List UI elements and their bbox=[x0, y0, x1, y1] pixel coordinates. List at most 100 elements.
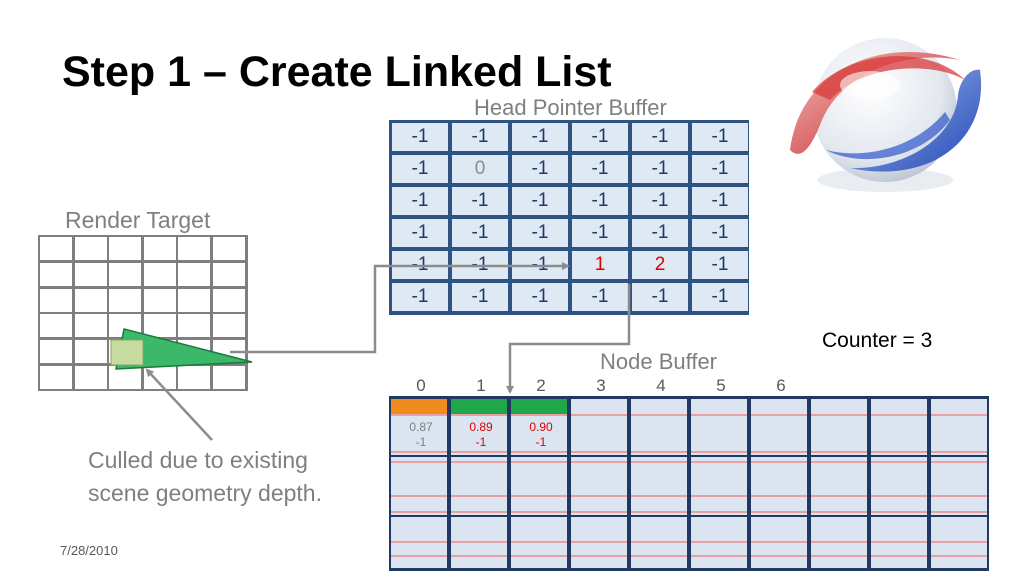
node-block-divider bbox=[811, 455, 867, 457]
node-block-divider bbox=[451, 515, 507, 517]
node-block-divider bbox=[931, 455, 987, 457]
head-buffer-cell: -1 bbox=[572, 155, 628, 183]
node-row-line bbox=[511, 511, 567, 513]
render-target-pixel bbox=[40, 366, 72, 389]
node-depth-value: 0.87 bbox=[409, 420, 433, 434]
render-target-pixel bbox=[212, 262, 245, 286]
render-target-pixel bbox=[143, 366, 176, 389]
node-buffer-column bbox=[751, 399, 807, 568]
node-row-line bbox=[691, 461, 747, 463]
head-buffer-cell: -1 bbox=[692, 283, 748, 311]
node-row-line bbox=[811, 495, 867, 497]
node-depth-value: 0.90 bbox=[529, 420, 553, 434]
head-buffer-cell: 1 bbox=[572, 251, 628, 279]
render-target-pixel bbox=[40, 314, 72, 338]
render-target-pixel bbox=[40, 262, 72, 286]
node-row-line bbox=[811, 541, 867, 543]
render-target-pixel bbox=[40, 288, 72, 312]
head-buffer-cell: -1 bbox=[572, 219, 628, 247]
node-next-value: -1 bbox=[535, 435, 547, 449]
node-row-line bbox=[511, 541, 567, 543]
node-row-line bbox=[811, 555, 867, 557]
node-buffer-column bbox=[571, 399, 627, 568]
head-buffer-cell: -1 bbox=[572, 283, 628, 311]
node-row-line bbox=[871, 451, 927, 453]
node-row-line bbox=[811, 414, 867, 416]
node-block-divider bbox=[751, 455, 807, 457]
node-block-divider bbox=[391, 515, 447, 517]
node-index-label: 3 bbox=[596, 376, 606, 395]
head-buffer-cell: -1 bbox=[452, 123, 508, 151]
node-row-line bbox=[871, 461, 927, 463]
node-depth-value: 0.89 bbox=[469, 420, 493, 434]
logo-icon bbox=[790, 38, 982, 192]
head-buffer-cell: -1 bbox=[632, 219, 688, 247]
node-block-divider bbox=[451, 455, 507, 457]
head-buffer-cell: -1 bbox=[392, 155, 448, 183]
node-color-bar bbox=[451, 399, 507, 414]
head-buffer-cell: -1 bbox=[512, 283, 568, 311]
node-row-line bbox=[691, 495, 747, 497]
node-row-line bbox=[391, 461, 447, 463]
node-row-line bbox=[451, 541, 507, 543]
node-row-line bbox=[631, 555, 687, 557]
node-row-line bbox=[871, 414, 927, 416]
node-row-line bbox=[451, 555, 507, 557]
render-target-pixel bbox=[212, 340, 245, 364]
head-buffer-cell: -1 bbox=[512, 123, 568, 151]
node-index-label: 4 bbox=[656, 376, 666, 395]
node-row-line bbox=[691, 541, 747, 543]
node-row-line bbox=[931, 451, 987, 453]
node-block-divider bbox=[871, 515, 927, 517]
render-target-pixel bbox=[74, 262, 107, 286]
head-buffer-cell: -1 bbox=[512, 251, 568, 279]
head-buffer-cell: 2 bbox=[632, 251, 688, 279]
head-buffer-cell: -1 bbox=[692, 187, 748, 215]
node-index-label: 5 bbox=[716, 376, 726, 395]
node-block-divider bbox=[511, 455, 567, 457]
head-buffer-cell: -1 bbox=[692, 251, 748, 279]
node-next-value: -1 bbox=[475, 435, 487, 449]
culled-caption: Culled due to existing scene geometry de… bbox=[88, 444, 322, 510]
node-row-line bbox=[391, 414, 447, 416]
head-buffer-cell: -1 bbox=[512, 187, 568, 215]
node-next-value: -1 bbox=[415, 435, 427, 449]
render-target-pixel bbox=[178, 262, 210, 286]
node-block-divider bbox=[691, 515, 747, 517]
head-buffer-cell: -1 bbox=[632, 283, 688, 311]
node-row-line bbox=[451, 511, 507, 513]
node-row-line bbox=[751, 511, 807, 513]
node-row-line bbox=[391, 495, 447, 497]
render-target-pixel bbox=[178, 366, 210, 389]
node-buffer-column bbox=[691, 399, 747, 568]
node-row-line bbox=[811, 511, 867, 513]
node-buffer-column bbox=[631, 399, 687, 568]
node-row-line bbox=[751, 461, 807, 463]
node-row-line bbox=[931, 555, 987, 557]
node-block-divider bbox=[631, 455, 687, 457]
render-target-pixel bbox=[109, 366, 141, 389]
head-buffer-cell: -1 bbox=[512, 219, 568, 247]
node-row-line bbox=[691, 451, 747, 453]
render-target-pixel bbox=[212, 237, 245, 260]
node-row-line bbox=[631, 451, 687, 453]
node-row-line bbox=[931, 511, 987, 513]
render-target-pixel bbox=[74, 314, 107, 338]
node-row-line bbox=[871, 495, 927, 497]
node-row-line bbox=[811, 451, 867, 453]
head-buffer-cell: -1 bbox=[632, 155, 688, 183]
head-buffer-cell: -1 bbox=[392, 219, 448, 247]
node-row-line bbox=[571, 461, 627, 463]
node-row-line bbox=[931, 541, 987, 543]
node-row-line bbox=[691, 414, 747, 416]
node-block-divider bbox=[511, 515, 567, 517]
render-target-pixel bbox=[40, 237, 72, 260]
node-buffer-column bbox=[931, 399, 987, 568]
render-target-pixel bbox=[143, 314, 176, 338]
node-block-divider bbox=[931, 515, 987, 517]
node-index-label: 0 bbox=[416, 376, 426, 395]
head-buffer-cell: -1 bbox=[452, 251, 508, 279]
node-row-line bbox=[451, 461, 507, 463]
node-row-line bbox=[931, 461, 987, 463]
